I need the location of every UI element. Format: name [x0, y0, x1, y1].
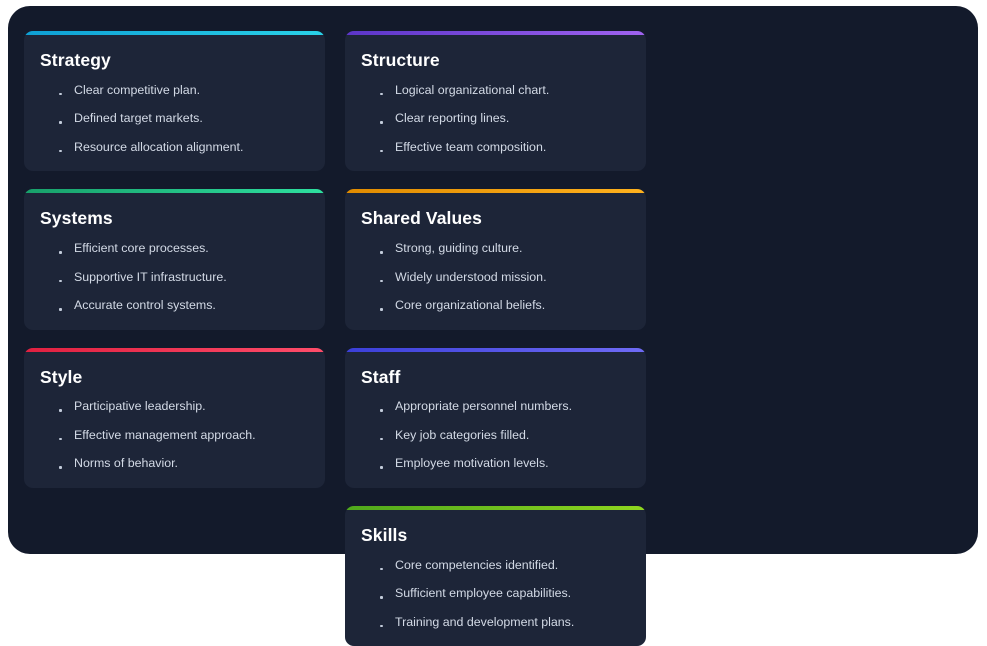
- bullet-dot-icon: [380, 437, 383, 441]
- bullet-dot-icon: [59, 409, 62, 412]
- list-item-text: Effective management approach.: [74, 427, 256, 442]
- bullet-dot-icon: [59, 466, 62, 469]
- list-item: Core organizational beliefs.: [361, 298, 630, 314]
- bullet-dot-icon: [380, 596, 383, 599]
- card-skills[interactable]: Skills Core competencies identified. Suf…: [345, 505, 646, 646]
- list-item-text: Norms of behavior.: [74, 456, 178, 471]
- list-item-text: Participative leadership.: [74, 399, 206, 414]
- list-item: Appropriate personnel numbers.: [361, 399, 630, 415]
- list-item: Effective team composition.: [361, 140, 630, 156]
- list-item-text: Clear reporting lines.: [395, 111, 510, 126]
- list-item: Employee motivation levels.: [361, 456, 630, 472]
- list-item: Strong, guiding culture.: [361, 241, 630, 257]
- card-style[interactable]: Style Participative leadership. Effectiv…: [24, 347, 325, 488]
- screenshot-stage: Strategy Clear competitive plan. Defined…: [8, 6, 978, 646]
- list-item-text: Key job categories filled.: [395, 427, 530, 442]
- list-item: Clear reporting lines.: [361, 111, 630, 127]
- bullet-dot-icon: [59, 121, 62, 124]
- card-structure[interactable]: Structure Logical organizational chart. …: [345, 31, 646, 172]
- list-item-text: Clear competitive plan.: [74, 82, 201, 97]
- bullet-dot-icon: [59, 251, 62, 254]
- bullet-dot-icon: [59, 308, 62, 311]
- list-item-text: Sufficient employee capabilities.: [395, 586, 572, 600]
- list-item-text: Appropriate personnel numbers.: [395, 399, 573, 414]
- accent-bar-structure: [345, 31, 646, 35]
- bullet-dot-icon: [59, 149, 62, 153]
- list-item-text: Supportive IT infrastructure.: [74, 269, 227, 284]
- list-item: Accurate control systems.: [40, 298, 309, 314]
- list-item-text: Logical organizational chart.: [395, 82, 550, 97]
- list-item: Effective management approach.: [40, 428, 309, 444]
- accent-bar-skills: [345, 505, 646, 510]
- list-item: Norms of behavior.: [40, 456, 309, 472]
- card-systems[interactable]: Systems Efficient core processes. Suppor…: [24, 189, 325, 330]
- accent-bar-strategy: [24, 31, 325, 35]
- list-item: Supportive IT infrastructure.: [40, 270, 309, 286]
- bullet-dot-icon: [380, 251, 383, 254]
- bullet-dot-icon: [380, 624, 383, 627]
- list-item-text: Training and development plans.: [395, 614, 575, 629]
- card-title: Strategy: [40, 50, 111, 70]
- list-item-text: Strong, guiding culture.: [395, 241, 523, 255]
- list-item: Participative leadership.: [40, 399, 309, 415]
- list-item: Training and development plans.: [361, 615, 630, 631]
- list-item-text: Effective team composition.: [395, 139, 547, 154]
- card-title: Staff: [361, 366, 401, 387]
- card-shared-values[interactable]: Shared Values Strong, guiding culture. W…: [345, 189, 646, 330]
- accent-bar-staff: [345, 347, 646, 352]
- bullet-dot-icon: [380, 121, 383, 124]
- bullet-dot-icon: [380, 149, 383, 153]
- list-item: Widely understood mission.: [361, 270, 630, 286]
- bullet-dot-icon: [59, 437, 62, 441]
- list-item-text: Employee motivation levels.: [395, 456, 549, 471]
- list-item-text: Efficient core processes.: [74, 241, 209, 255]
- bullet-dot-icon: [380, 279, 383, 282]
- accent-bar-shared-values: [345, 189, 646, 194]
- list-item: Defined target markets.: [40, 111, 309, 127]
- bullet-dot-icon: [59, 279, 62, 282]
- list-item-text: Accurate control systems.: [74, 298, 216, 312]
- list-item-text: Resource allocation alignment.: [74, 139, 244, 154]
- bullet-dot-icon: [380, 308, 383, 311]
- card-item-list: Core competencies identified. Sufficient…: [361, 558, 630, 631]
- bullet-dot-icon: [380, 92, 383, 96]
- card-staff[interactable]: Staff Appropriate personnel numbers. Key…: [345, 347, 646, 488]
- list-item: Logical organizational chart.: [361, 83, 630, 99]
- card-item-list: Appropriate personnel numbers. Key job c…: [361, 399, 630, 472]
- list-item-text: Core organizational beliefs.: [395, 298, 546, 312]
- card-item-list: Efficient core processes. Supportive IT …: [40, 241, 309, 314]
- list-item: Core competencies identified.: [361, 558, 630, 574]
- bullet-dot-icon: [380, 466, 383, 469]
- list-item-text: Widely understood mission.: [395, 269, 547, 284]
- card-title: Shared Values: [361, 208, 482, 229]
- framework-panel: Strategy Clear competitive plan. Defined…: [8, 6, 978, 646]
- card-item-list: Participative leadership. Effective mana…: [40, 399, 309, 472]
- card-title: Style: [40, 366, 83, 387]
- card-title: Structure: [361, 50, 440, 70]
- list-item: Clear competitive plan.: [40, 83, 309, 99]
- card-item-list: Logical organizational chart. Clear repo…: [361, 83, 630, 156]
- accent-bar-systems: [24, 189, 325, 194]
- card-item-list: Strong, guiding culture. Widely understo…: [361, 241, 630, 314]
- list-item: Efficient core processes.: [40, 241, 309, 257]
- card-title: Skills: [361, 524, 408, 545]
- list-item-text: Defined target markets.: [74, 111, 203, 126]
- card-strategy[interactable]: Strategy Clear competitive plan. Defined…: [24, 31, 325, 172]
- card-title: Systems: [40, 208, 113, 229]
- list-item-text: Core competencies identified.: [395, 557, 559, 572]
- list-item: Sufficient employee capabilities.: [361, 586, 630, 602]
- bullet-dot-icon: [59, 92, 62, 96]
- bullet-dot-icon: [380, 567, 383, 570]
- card-item-list: Clear competitive plan. Defined target m…: [40, 83, 309, 156]
- list-item: Key job categories filled.: [361, 428, 630, 444]
- card-grid: Strategy Clear competitive plan. Defined…: [24, 31, 966, 646]
- bullet-dot-icon: [380, 409, 383, 412]
- accent-bar-style: [24, 347, 325, 352]
- list-item: Resource allocation alignment.: [40, 140, 309, 156]
